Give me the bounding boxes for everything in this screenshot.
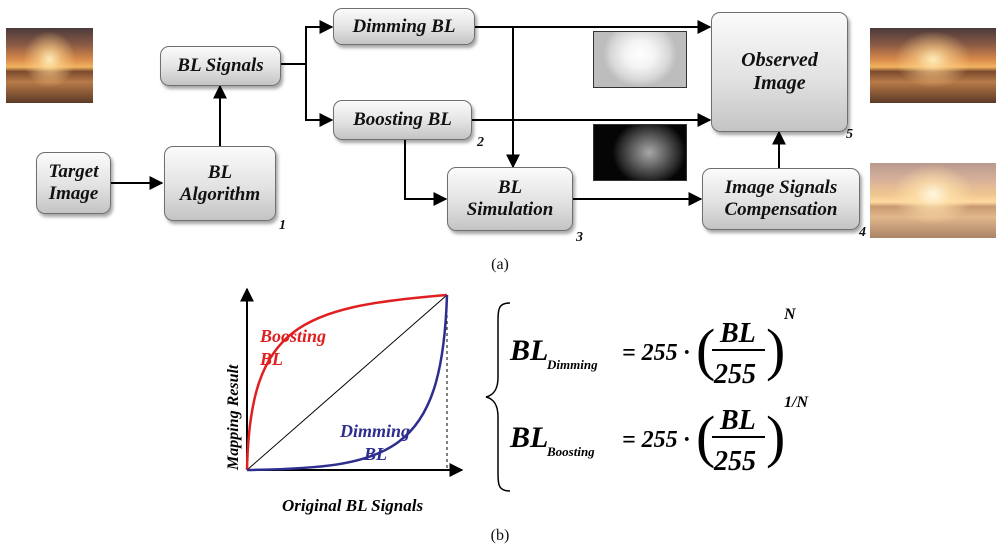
- target-image-box: Target Image: [36, 152, 111, 214]
- dimming-denominator: 255: [713, 359, 756, 390]
- boosting-curve: [245, 293, 448, 471]
- arrow-signals-to-dimming: [281, 20, 334, 65]
- dimming-label-line1: Dimming: [339, 421, 410, 441]
- equations: BL Dimming = 255 · ( BL 255 ) N BL Boost…: [485, 302, 809, 492]
- dimming-rhs: = 255 ·: [622, 340, 690, 366]
- bl-simulation-box: BL Simulation: [447, 167, 573, 231]
- boosting-lhs: BL: [509, 421, 548, 454]
- dimming-paren-left: (: [696, 317, 715, 382]
- step-number-3: 3: [576, 230, 583, 245]
- diagram-a-arrows: [111, 20, 786, 206]
- identity-line: [246, 294, 448, 471]
- x-axis-label: Original BL Signals: [282, 496, 423, 515]
- observed-image-box: Observed Image: [711, 12, 848, 132]
- curly-brace: [485, 302, 511, 492]
- boosting-paren-right: ): [766, 404, 785, 469]
- dimming-paren-right: ): [766, 317, 785, 382]
- boosting-bl-box: Boosting BL: [333, 100, 472, 140]
- compensated-sunset-image: [870, 163, 996, 238]
- boosting-exponent: 1/N: [784, 394, 809, 411]
- boosting-label-line1: Boosting: [259, 326, 326, 346]
- step-number-2: 2: [477, 135, 484, 150]
- step-number-5: 5: [846, 127, 853, 142]
- boosting-denominator: 255: [713, 446, 756, 477]
- target-sunset-image: [6, 28, 93, 103]
- caption-b: (b): [490, 527, 510, 544]
- arrow-signals-to-boosting: [305, 64, 334, 127]
- dimming-numerator: BL: [719, 318, 756, 349]
- dimming-bl-box: Dimming BL: [333, 8, 475, 45]
- dimming-exponent: N: [783, 306, 797, 323]
- dimming-lhs: BL: [509, 334, 548, 367]
- mapping-curves-plot: Boosting BL Dimming BL Mapping Result Or…: [225, 287, 464, 515]
- boosting-numerator: BL: [719, 405, 756, 436]
- image-signals-compensation-box: Image Signals Compensation: [702, 168, 860, 230]
- dimming-bl-map: [593, 31, 687, 88]
- bl-signals-box: BL Signals: [160, 46, 281, 86]
- caption-a: (a): [491, 256, 509, 273]
- arrow-boosting-to-simulation: [404, 140, 448, 206]
- boosting-bl-map: [593, 124, 687, 181]
- boosting-paren-left: (: [696, 404, 715, 469]
- observed-sunset-image: [870, 28, 996, 103]
- dimming-subscript: Dimming: [546, 357, 598, 372]
- step-number-4: 4: [859, 225, 866, 240]
- dimming-curve: [246, 294, 449, 472]
- y-axis-label: Mapping Result: [225, 364, 242, 471]
- boosting-subscript: Boosting: [546, 444, 595, 459]
- boosting-rhs: = 255 ·: [622, 427, 690, 453]
- step-number-1: 1: [279, 218, 286, 233]
- boosting-label-line2: BL: [259, 349, 283, 369]
- dimming-label-line2: BL: [363, 444, 387, 464]
- bl-algorithm-box: BL Algorithm: [164, 146, 276, 221]
